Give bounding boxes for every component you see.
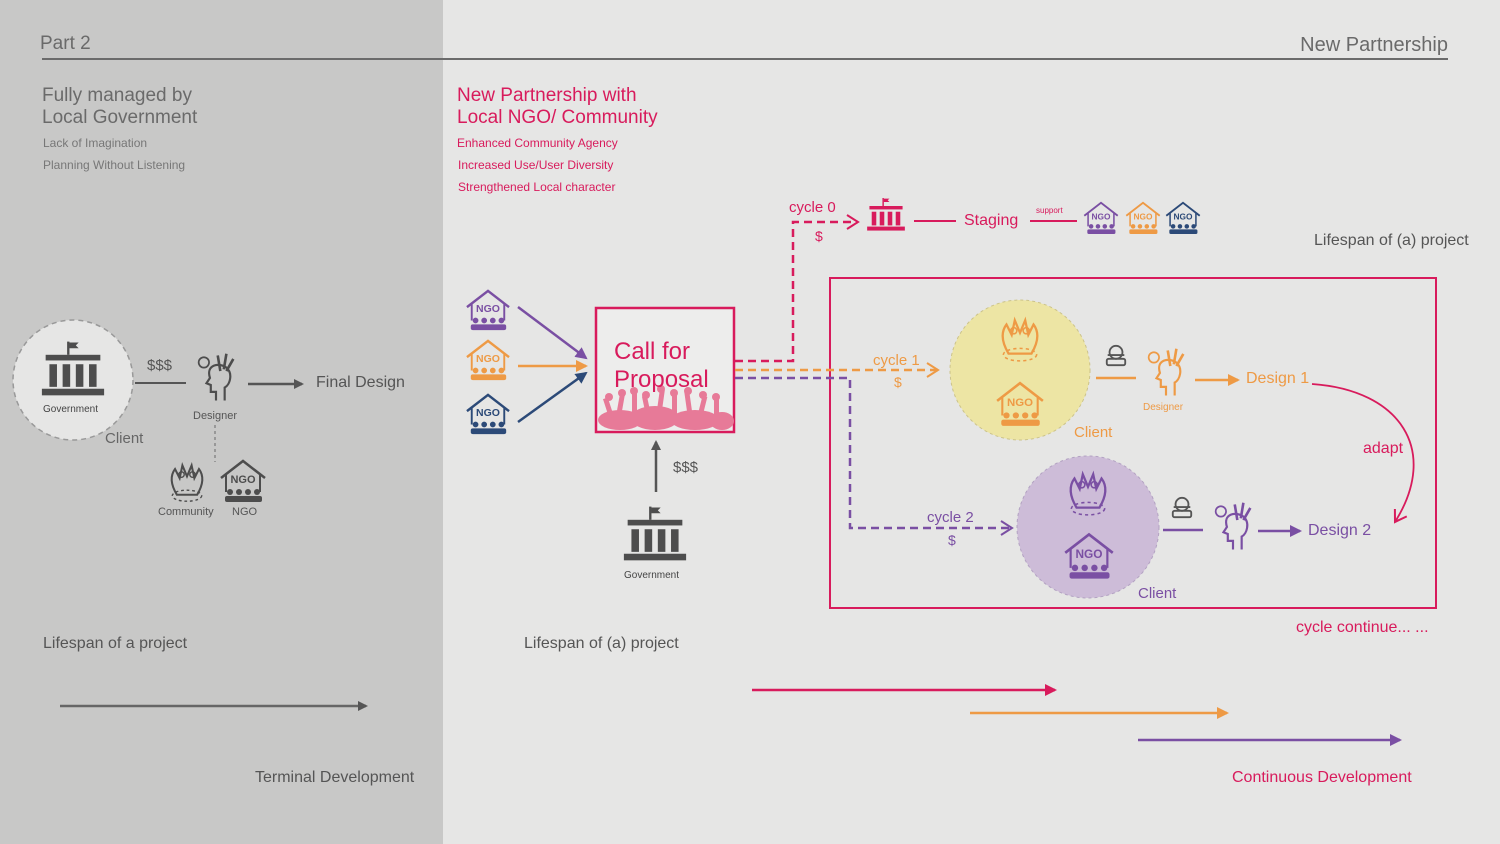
government-icon-center — [624, 507, 686, 561]
right-heading-line1: New Partnership with — [457, 85, 637, 107]
adapt-label: adapt — [1363, 440, 1403, 458]
builder-hat-icon-2 — [1173, 498, 1191, 517]
client1-label: Client — [1074, 424, 1112, 441]
support-label: support — [1036, 206, 1063, 215]
ngo-icon-staging-purple — [1084, 203, 1117, 234]
builder-hat-icon-1 — [1107, 346, 1125, 365]
ngo-icon-staging-orange — [1126, 203, 1159, 234]
ngo-icon-staging-navy — [1166, 203, 1199, 234]
government-label-center: Government — [624, 570, 679, 582]
lifespan-right-label: Lifespan of (a) project — [1314, 232, 1469, 250]
benefit-1: Enhanced Community Agency — [457, 137, 618, 151]
designer-label-orange: Designer — [1143, 402, 1183, 414]
arrow-purple-to-call — [518, 307, 586, 358]
cycle0-label: cycle 0 — [789, 199, 836, 216]
cycle2-money: $ — [948, 532, 956, 548]
community-label: Community — [158, 506, 214, 519]
ngo-icon-navy — [467, 395, 509, 434]
benefit-3: Strengthened Local character — [458, 181, 615, 195]
lifespan-left: Lifespan of a project — [43, 635, 187, 653]
government-icon-staging — [867, 198, 905, 231]
right-heading-line2: Local NGO/ Community — [457, 107, 658, 129]
cycle1-label: cycle 1 — [873, 352, 920, 369]
call-label-line1: Call for — [614, 338, 690, 366]
ngo-icon-left — [221, 461, 265, 502]
ngo-label-left: NGO — [232, 506, 257, 519]
cycle1-money: $ — [894, 374, 902, 390]
money-left: $$$ — [147, 357, 172, 374]
designer-label-left: Designer — [193, 410, 237, 423]
government-label: Government — [43, 404, 98, 416]
staging-label: Staging — [964, 212, 1018, 230]
design2-label: Design 2 — [1308, 522, 1371, 540]
money-center: $$$ — [673, 459, 698, 476]
ngo-icon-orange — [467, 341, 509, 380]
final-design-label: Final Design — [316, 374, 405, 392]
benefit-2: Increased Use/User Diversity — [458, 159, 613, 173]
client2-label: Client — [1138, 585, 1176, 602]
terminal-development-label: Terminal Development — [255, 769, 414, 787]
cycle-continue-label: cycle continue... ... — [1296, 619, 1429, 637]
designer-head-icon-orange — [1149, 349, 1184, 396]
design1-label: Design 1 — [1246, 370, 1309, 388]
left-heading-line1: Fully managed by — [42, 85, 192, 107]
left-sub2: Planning Without Listening — [43, 159, 185, 173]
lifespan-center-label: Lifespan of (a) project — [524, 635, 679, 653]
continuous-development-label: Continuous Development — [1232, 769, 1412, 787]
community-icon — [172, 465, 203, 501]
section-label: New Partnership — [1300, 34, 1448, 57]
designer-head-icon — [199, 354, 234, 401]
client-label-left: Client — [105, 430, 143, 447]
cycle0-dashed-path — [735, 222, 858, 361]
ngo-icon-purple — [467, 291, 509, 330]
part-label: Part 2 — [40, 33, 91, 55]
left-heading-line2: Local Government — [42, 107, 197, 129]
cycle2-label: cycle 2 — [927, 509, 974, 526]
client-circle-yellow — [950, 300, 1090, 440]
call-label-line2: Proposal — [614, 366, 709, 394]
cycle0-money: $ — [815, 228, 823, 244]
arrow-navy-to-call — [518, 373, 586, 422]
designer-head-icon-purple — [1216, 503, 1251, 550]
client-circle-left — [13, 320, 133, 440]
left-sub1: Lack of Imagination — [43, 137, 147, 151]
